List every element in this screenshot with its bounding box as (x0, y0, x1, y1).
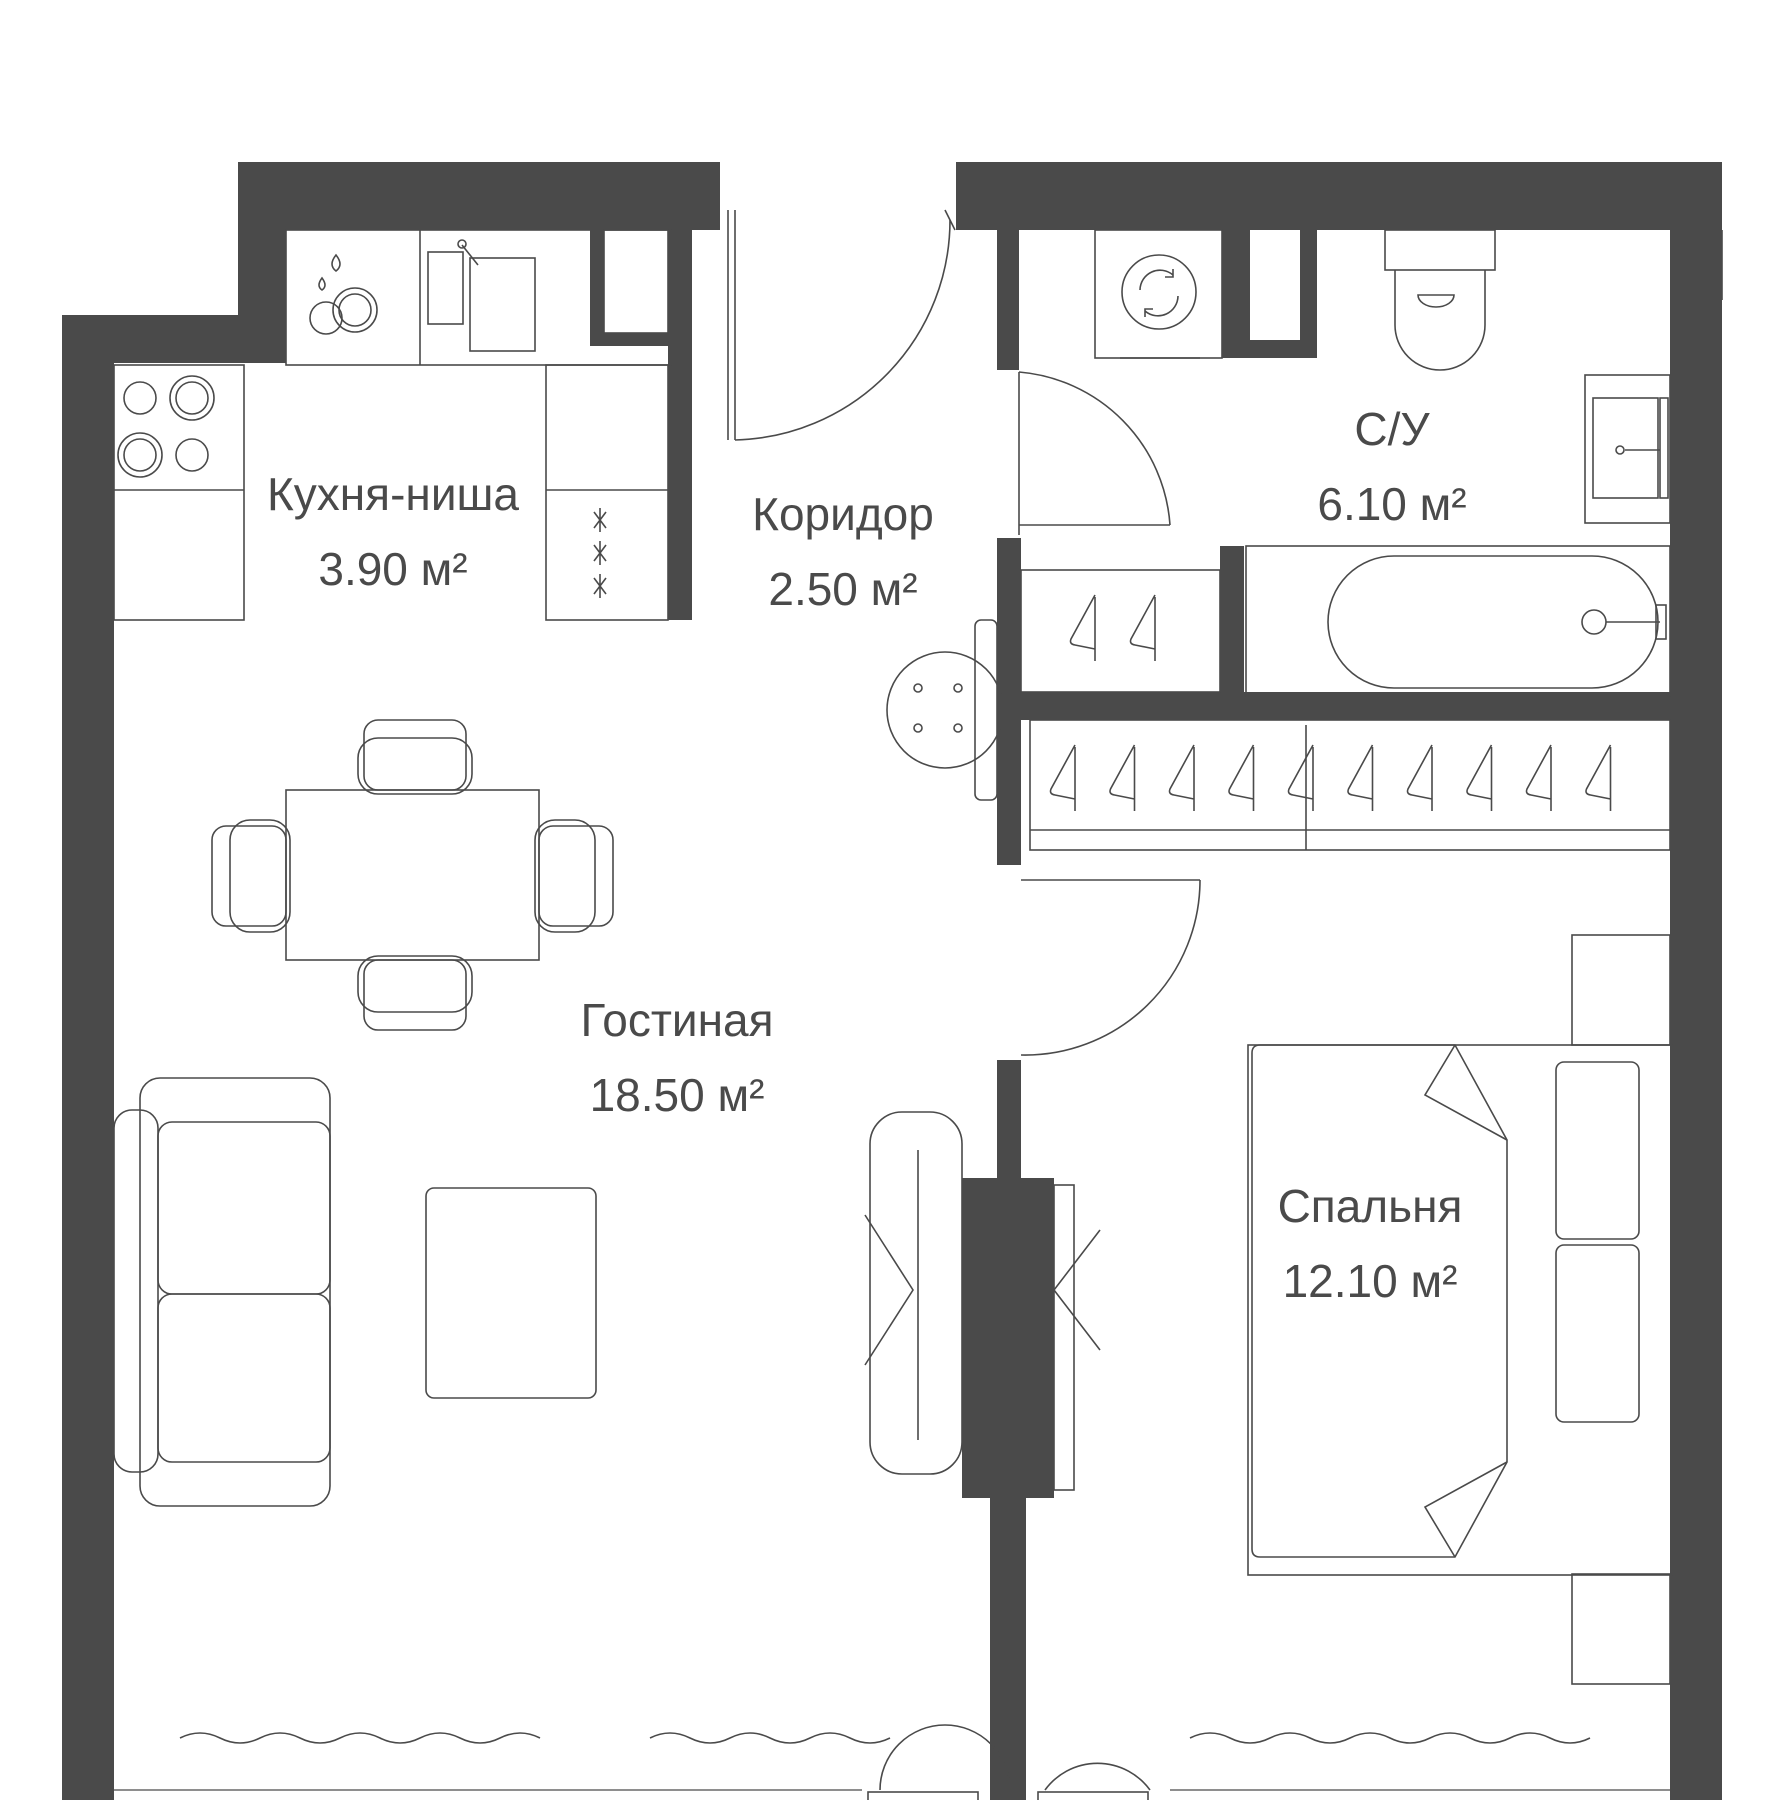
wall-shaft-bottom (590, 333, 680, 346)
bathroom-door[interactable] (1018, 371, 1171, 535)
washing-machine (1094, 229, 1223, 359)
corridor-area: 2.50 м² (768, 563, 917, 615)
wall-kitchen-right (668, 230, 692, 620)
wall-top-right (956, 162, 1722, 230)
chair-left (211, 819, 291, 933)
living-name: Гостиная (580, 994, 773, 1046)
doors (727, 209, 1201, 1056)
hanger-icon (1525, 744, 1552, 811)
hanger-icon (1406, 744, 1433, 811)
wardrobes (1020, 569, 1671, 851)
stove-icon (117, 375, 215, 478)
bathroom-name: С/У (1354, 403, 1430, 455)
wall-left (62, 315, 114, 1800)
washing-machine-icon (1121, 254, 1197, 330)
wall-partition-lower (990, 1498, 1026, 1800)
bedroom-name: Спальня (1278, 1180, 1463, 1232)
chair-top (357, 719, 473, 795)
bed (1247, 1044, 1673, 1576)
kitchen-counter-top (285, 229, 672, 366)
sofa (113, 1077, 331, 1507)
closet-long (1029, 719, 1671, 851)
fridge-icon (593, 508, 607, 598)
hanger-icon (1069, 594, 1096, 661)
wall-corridor-right-mid (997, 538, 1021, 865)
wall-partition-upper (997, 1060, 1021, 1180)
curtain-living-left (179, 1732, 541, 1744)
hanger-icon (1287, 744, 1314, 811)
hanger-icons (1049, 594, 1612, 811)
living-area: 18.50 м² (590, 1069, 765, 1121)
faucet-icon (457, 239, 479, 266)
toilet-icon (1384, 229, 1496, 371)
dining-table (285, 789, 540, 961)
wall-right (1670, 162, 1722, 1800)
kitchen-furniture (113, 229, 672, 621)
corridor-name: Коридор (752, 488, 934, 540)
kitchen-counter-left (113, 364, 245, 621)
wall-bath-shaft-right (1300, 230, 1317, 358)
nightstand-top (1571, 934, 1671, 1046)
bathroom-fixtures (1094, 229, 1671, 697)
entrance-door[interactable] (727, 209, 956, 441)
nightstand-bottom (1571, 1573, 1671, 1685)
wall-partition-block (962, 1178, 1054, 1498)
hanger-icon (1109, 744, 1136, 811)
hanger-icon (1168, 744, 1195, 811)
kitchen-area: 3.90 м² (318, 543, 467, 595)
coffee-table (425, 1187, 597, 1399)
hanger-icon (1129, 594, 1156, 661)
hanger-icon (1585, 744, 1612, 811)
chair-bottom (357, 955, 473, 1031)
balcony-door-left[interactable] (867, 1791, 979, 1800)
room-labels: Кухня-ниша 3.90 м² Коридор 2.50 м² С/У 6… (267, 403, 1467, 1307)
chair-right (534, 819, 614, 933)
bedroom-furniture (1052, 934, 1673, 1685)
wall-bath-left-lower (1220, 546, 1244, 696)
wall-corridor-right-upper (997, 230, 1019, 370)
walls (62, 162, 1722, 1800)
round-table (886, 619, 1004, 801)
bedroom-area: 12.10 м² (1283, 1255, 1458, 1307)
hanger-icon (1228, 744, 1255, 811)
windows (88, 230, 1723, 1800)
wall-kitchen-top (238, 162, 720, 230)
hanger-icon (1049, 744, 1076, 811)
closet-small (1020, 569, 1221, 693)
bathtub-icon (1245, 545, 1671, 697)
tv-stand (864, 1111, 963, 1475)
sink-icon (1584, 374, 1671, 524)
bedroom-door[interactable] (1020, 879, 1201, 1056)
hanger-icon (1347, 744, 1374, 811)
wall-bath-shaft-bottom (1222, 340, 1317, 358)
wall-shaft-left (590, 230, 604, 345)
wall-bath-shaft2 (1238, 230, 1250, 358)
kitchen-name: Кухня-ниша (267, 468, 519, 520)
curtain-bedroom (1189, 1732, 1591, 1744)
dishes-icon (309, 253, 378, 335)
curtain-living-right (649, 1732, 891, 1744)
bathroom-area: 6.10 м² (1317, 478, 1466, 530)
living-furniture (113, 619, 1004, 1507)
hanger-icon (1466, 744, 1493, 811)
balcony-door-right[interactable] (1037, 1791, 1149, 1800)
